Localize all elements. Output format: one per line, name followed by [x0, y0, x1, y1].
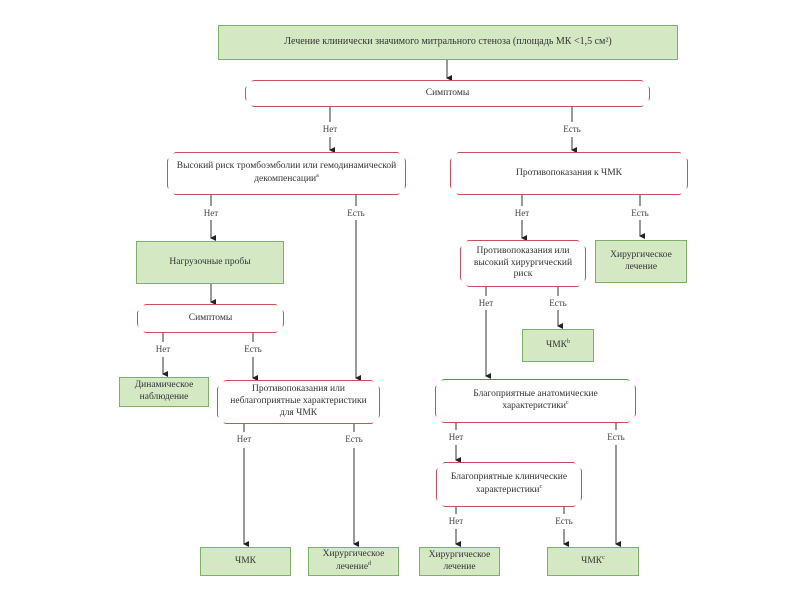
decision-symptoms-top: Симптомы [245, 80, 650, 107]
action-text: ЧМК [235, 555, 256, 566]
action-surgery-bottom: Хирургическое лечение [419, 547, 500, 576]
action-text: Хирургическое лечениеd [322, 549, 385, 573]
decision-text: Противопоказания или высокий хирургическ… [473, 245, 573, 280]
label-yes: Есть [549, 298, 567, 308]
root-node-text: Лечение клинически значимого митрального… [284, 36, 612, 48]
label-no: Нет [478, 298, 494, 308]
decision-text: Противопоказания или неблагоприятные хар… [230, 384, 367, 418]
label-yes: Есть [607, 432, 625, 442]
decision-favorable-clinical: Благоприятные клинические характеристики… [436, 462, 582, 507]
action-pmc-c: ЧМКc [547, 547, 639, 576]
label-no: Нет [448, 432, 464, 442]
label-yes: Есть [244, 344, 262, 354]
label-yes: Есть [345, 434, 363, 444]
label-no: Нет [203, 208, 219, 218]
label-no: Нет [448, 516, 464, 526]
decision-text: Противопоказания к ЧМК [516, 167, 622, 178]
decision-text: Благоприятные анатомические характеристи… [473, 388, 598, 412]
decision-text: Симптомы [425, 87, 470, 98]
label-no: Нет [155, 344, 171, 354]
label-no: Нет [514, 208, 530, 218]
decision-text: Симптомы [188, 312, 233, 323]
action-text: Хирургическое лечение [428, 549, 491, 572]
label-yes: Есть [347, 208, 365, 218]
action-stress-tests: Нагрузочные пробы [136, 241, 284, 284]
label-no: Нет [322, 124, 338, 134]
decision-contra-pmc: Противопоказания к ЧМК [450, 152, 688, 195]
action-surgery-d: Хирургическое лечениеd [308, 547, 399, 576]
decision-contra-high-risk: Противопоказания или высокий хирургическ… [460, 240, 586, 287]
label-yes: Есть [631, 208, 649, 218]
root-node: Лечение клинически значимого митрального… [218, 25, 678, 60]
decision-contra-unfavorable: Противопоказания или неблагоприятные хар… [217, 380, 380, 424]
action-pmc-left: ЧМК [200, 547, 291, 576]
decision-favorable-anatomy: Благоприятные анатомические характеристи… [435, 379, 636, 423]
action-surgery-right-top: Хирургическое лечение [595, 240, 687, 283]
decision-high-risk: Высокий риск тромбоэмболии или гемодинам… [167, 152, 406, 195]
action-text: Нагрузочные пробы [169, 256, 251, 267]
action-observation: Динамическое наблюдение [119, 377, 209, 407]
decision-symptoms-mid: Симптомы [137, 304, 284, 333]
label-yes: Есть [555, 516, 573, 526]
action-text: ЧМКc [581, 554, 605, 567]
decision-text: Высокий риск тромбоэмболии или гемодинам… [176, 161, 397, 185]
label-no: Нет [236, 434, 252, 444]
label-yes: Есть [563, 124, 581, 134]
action-text: ЧМКb [546, 338, 570, 351]
action-text: Динамическое наблюдение [134, 380, 194, 402]
action-text: Хирургическое лечение [610, 249, 672, 272]
action-pmc-b: ЧМКb [522, 329, 594, 362]
decision-text: Благоприятные клинические характеристики… [450, 472, 568, 496]
